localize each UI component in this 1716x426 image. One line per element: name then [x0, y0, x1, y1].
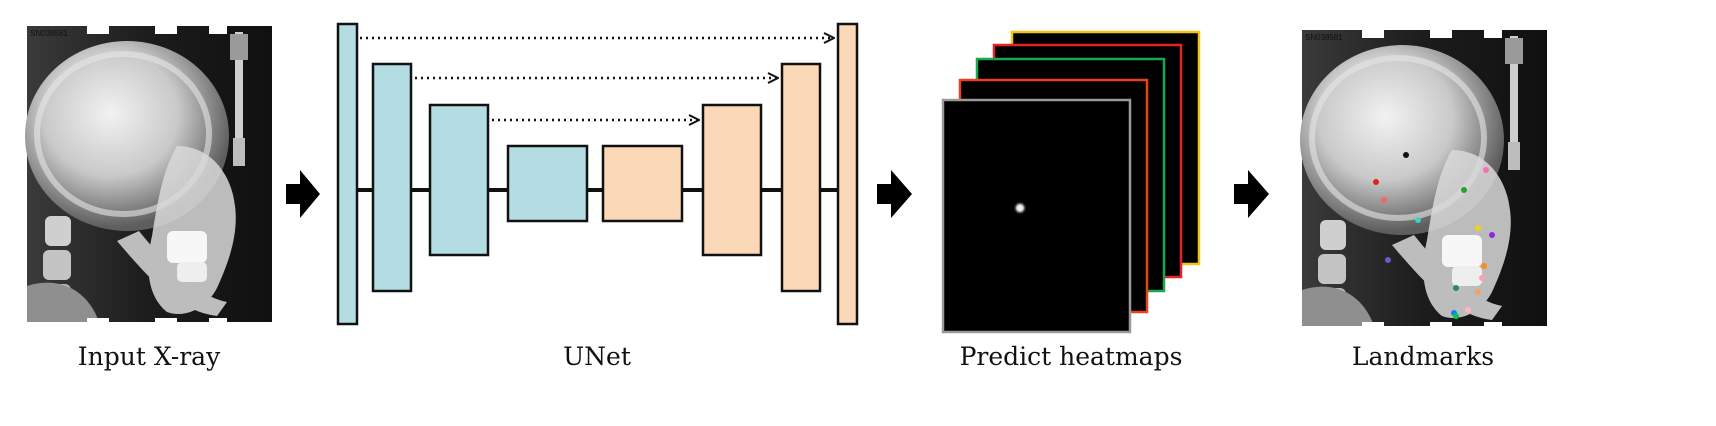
landmark-point [1373, 179, 1379, 185]
landmark-point [1461, 187, 1467, 193]
unet-diagram [336, 22, 859, 326]
bottleneck-decoder-block [601, 144, 684, 223]
landmark-points [1373, 152, 1495, 319]
heatmap-stack [941, 30, 1201, 334]
landmark-point [1453, 285, 1459, 291]
decoder-block-2 [780, 62, 822, 293]
landmark-point [1479, 275, 1485, 281]
heatmap-frame-1 [941, 98, 1132, 334]
caption-input-xray: Input X-ray [78, 342, 221, 371]
input-xray-image: SN038581 [25, 26, 272, 324]
caption-unet: UNet [563, 342, 631, 371]
landmark-point [1481, 263, 1487, 269]
decoder-block-1 [836, 22, 859, 326]
landmark-point [1381, 197, 1387, 203]
landmark-point [1475, 225, 1481, 231]
landmark-point [1489, 232, 1495, 238]
xray-id-label: SN038581 [30, 29, 68, 38]
landmark-point [1403, 152, 1409, 158]
flow-arrow-1 [286, 170, 320, 218]
landmarks-xray-image: SN038581 [1300, 30, 1547, 328]
encoder-block-2 [371, 62, 413, 293]
landmark-point [1465, 307, 1471, 313]
flow-arrow-3 [1234, 170, 1269, 218]
decoder-block-3 [701, 103, 763, 257]
landmark-point [1483, 167, 1489, 173]
landmark-point [1453, 313, 1459, 319]
landmarks-xray-id-label: SN038581 [1305, 33, 1343, 42]
caption-heatmaps: Predict heatmaps [960, 342, 1183, 371]
caption-landmarks: Landmarks [1352, 342, 1494, 371]
encoder-block-1 [336, 22, 359, 326]
landmark-point [1475, 289, 1481, 295]
heatmap-peak [1013, 201, 1027, 215]
landmark-point [1415, 217, 1421, 223]
flow-arrow-2 [877, 170, 912, 218]
bottleneck-encoder-block [506, 144, 589, 223]
encoder-block-3 [428, 103, 490, 257]
landmark-point [1385, 257, 1391, 263]
